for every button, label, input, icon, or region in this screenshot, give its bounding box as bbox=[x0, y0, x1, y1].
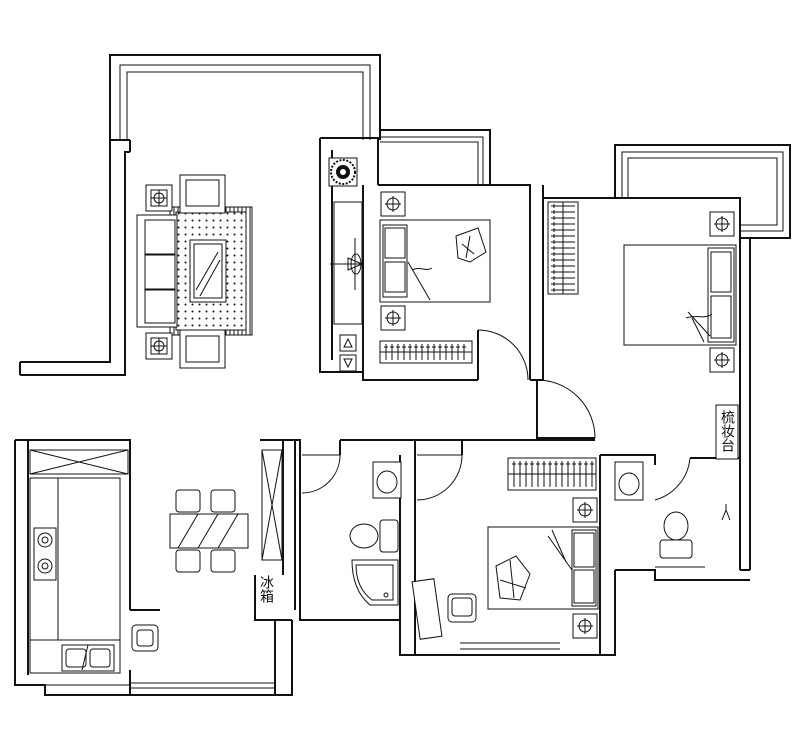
hanger bbox=[551, 288, 575, 292]
hanger bbox=[512, 461, 516, 487]
living-room bbox=[136, 157, 364, 372]
walls bbox=[14, 54, 791, 696]
hanger bbox=[551, 222, 575, 226]
bedroom-3 bbox=[411, 457, 599, 640]
hanger bbox=[551, 228, 575, 232]
lamp-icon bbox=[709, 211, 735, 237]
lamp-icon bbox=[709, 347, 735, 373]
hanger bbox=[414, 344, 418, 360]
hanger bbox=[554, 461, 558, 487]
hanger bbox=[408, 344, 412, 360]
toilet-icon bbox=[349, 519, 399, 553]
bed-icon bbox=[487, 526, 599, 610]
wardrobe-icon bbox=[507, 457, 597, 491]
sink-icon bbox=[372, 461, 402, 499]
lamp-icon bbox=[380, 305, 406, 331]
hanger bbox=[396, 344, 400, 360]
toilet-icon bbox=[659, 511, 693, 559]
hanger bbox=[390, 344, 394, 360]
hanger bbox=[551, 270, 575, 274]
sink-icon bbox=[61, 644, 115, 672]
bed-icon bbox=[623, 244, 737, 346]
hanger bbox=[551, 210, 575, 214]
armchair-top bbox=[179, 174, 226, 214]
wardrobe-icon bbox=[547, 201, 579, 295]
sofa-icon bbox=[136, 214, 178, 328]
hanger bbox=[426, 344, 430, 360]
hanger bbox=[444, 344, 448, 360]
hanger bbox=[518, 461, 522, 487]
hanger bbox=[456, 344, 460, 360]
hanger bbox=[402, 344, 406, 360]
fridge: 冰箱 bbox=[258, 449, 283, 603]
bedroom-1 bbox=[379, 191, 491, 364]
lamp-icon bbox=[380, 191, 406, 217]
doors bbox=[301, 329, 691, 501]
coffee-table bbox=[189, 239, 227, 303]
hanger bbox=[530, 461, 534, 487]
hanger bbox=[384, 344, 388, 360]
hanger bbox=[566, 461, 570, 487]
hanger bbox=[551, 258, 575, 262]
dresser-label: 梳妆台 bbox=[719, 410, 735, 452]
hanger bbox=[450, 344, 454, 360]
hanger bbox=[420, 344, 424, 360]
hanger bbox=[551, 204, 575, 208]
hanger bbox=[432, 344, 436, 360]
hanger bbox=[551, 264, 575, 268]
lamp-icon bbox=[572, 613, 598, 639]
hanger bbox=[551, 234, 575, 238]
shower-icon bbox=[351, 559, 399, 606]
kitchen bbox=[29, 449, 159, 674]
lamp-icon bbox=[572, 497, 598, 523]
bed-icon bbox=[379, 219, 491, 303]
sink-icon bbox=[614, 461, 644, 501]
hanger bbox=[524, 461, 528, 487]
shower-head-icon bbox=[721, 504, 731, 521]
hanger bbox=[551, 276, 575, 280]
hanger bbox=[578, 461, 582, 487]
hanger bbox=[584, 461, 588, 487]
hanger bbox=[536, 461, 540, 487]
hanger bbox=[542, 461, 546, 487]
tv-cabinet bbox=[330, 201, 364, 325]
hanger bbox=[551, 216, 575, 220]
lamp-icon bbox=[145, 184, 173, 212]
armchair-bottom bbox=[179, 329, 226, 369]
hanger bbox=[551, 240, 575, 244]
bathroom-2 bbox=[614, 461, 731, 559]
desk-icon bbox=[411, 578, 477, 640]
dresser: 梳妆台 bbox=[715, 404, 739, 460]
hanger bbox=[551, 252, 575, 256]
range-hood bbox=[29, 449, 129, 475]
appliance bbox=[131, 624, 159, 652]
hanger bbox=[590, 461, 594, 487]
hanger bbox=[551, 282, 575, 286]
fridge-label: 冰箱 bbox=[258, 575, 274, 603]
shoe-cabinet bbox=[339, 334, 357, 372]
bathroom-1 bbox=[349, 461, 402, 606]
master-bedroom: 梳妆台 bbox=[547, 201, 739, 460]
wardrobe-icon bbox=[379, 340, 473, 364]
hanger bbox=[462, 344, 466, 360]
hanger bbox=[572, 461, 576, 487]
hanger bbox=[560, 461, 564, 487]
hanger bbox=[551, 246, 575, 250]
stove-icon bbox=[33, 527, 57, 581]
dining-table-icon bbox=[169, 489, 249, 573]
hanger bbox=[438, 344, 442, 360]
hanger bbox=[548, 461, 552, 487]
lamp-icon bbox=[145, 332, 173, 360]
plant-icon bbox=[328, 157, 358, 187]
